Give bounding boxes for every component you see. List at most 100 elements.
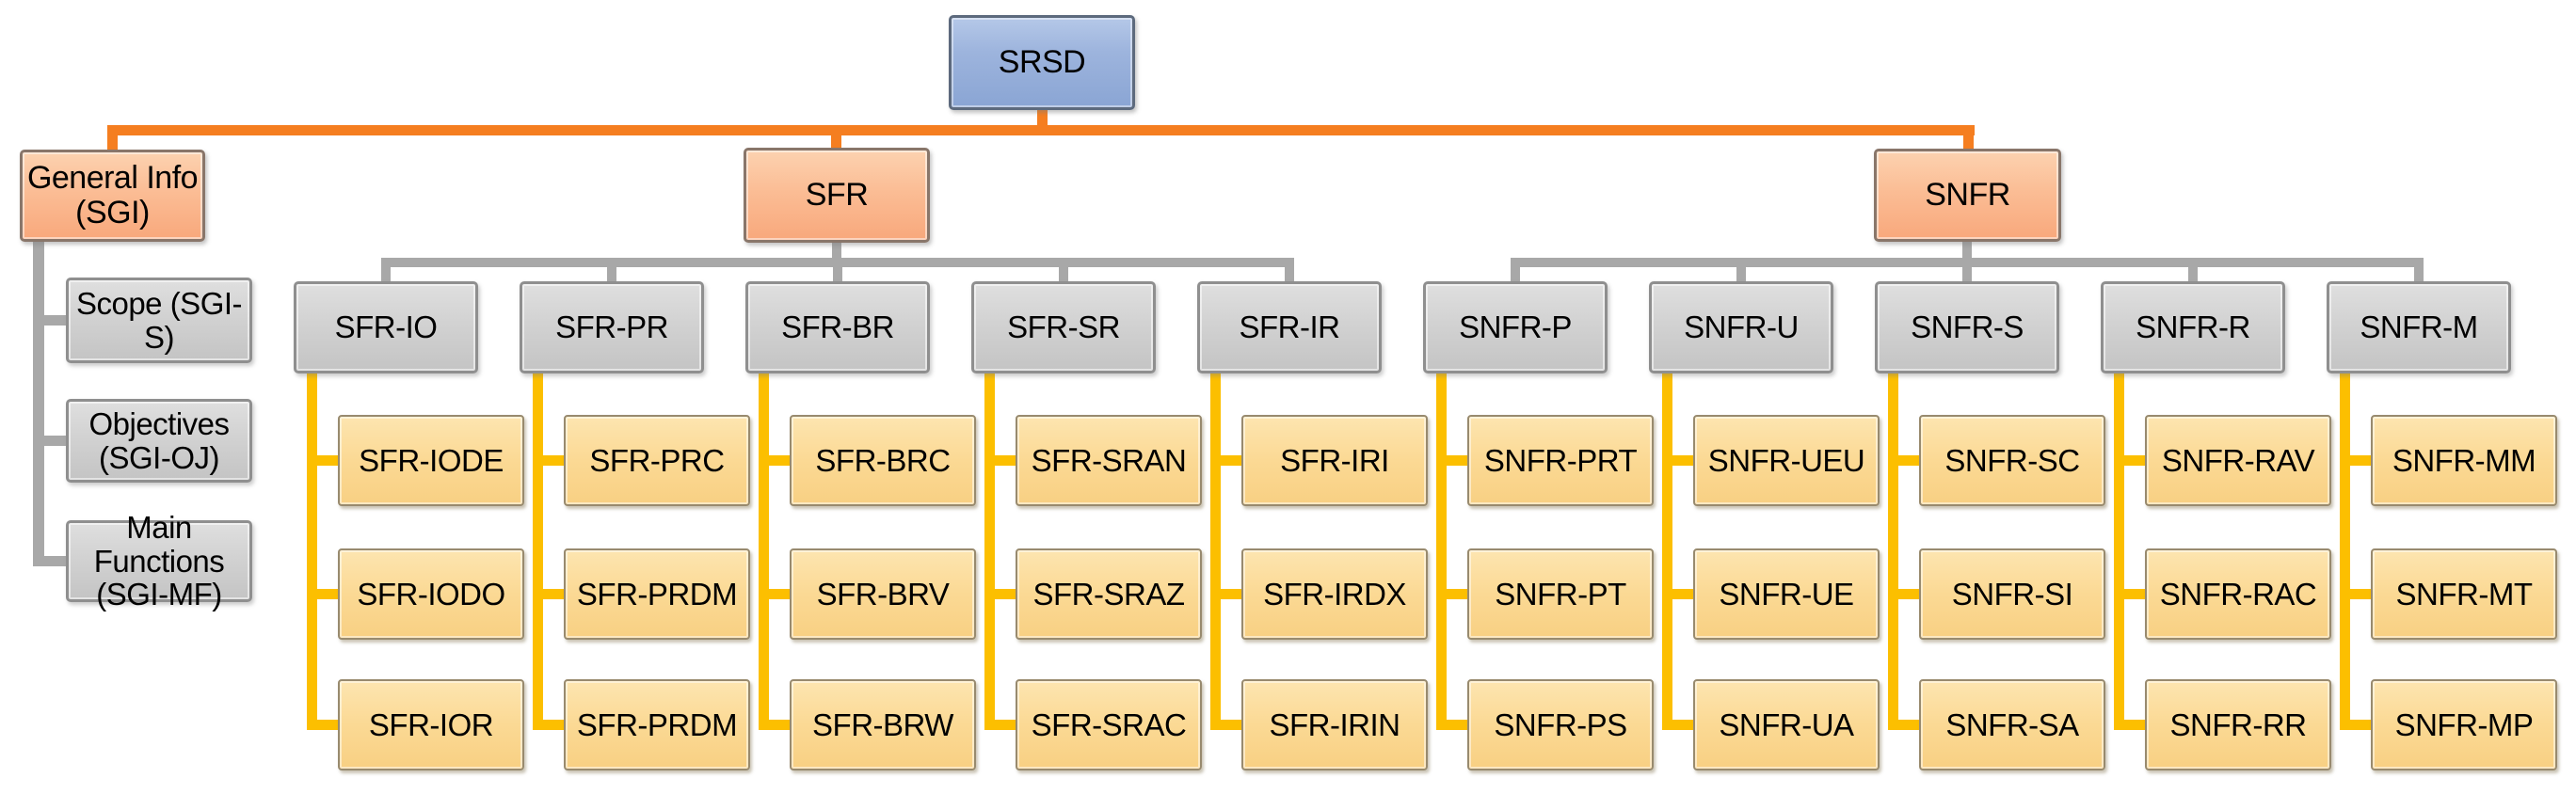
connector-leaf-stub (1210, 720, 1244, 730)
node-sfr-pr-label: SFR-PR (555, 310, 668, 345)
node-leaf-sfr-srac-2-label: SFR-SRAC (1031, 707, 1187, 742)
connector-leaf-rail (307, 373, 317, 730)
node-leaf-snfr-rr-2: SNFR-RR (2145, 679, 2331, 770)
connector-snfr-children-up (1962, 242, 1972, 258)
node-leaf-sfr-srac-2: SFR-SRAC (1016, 679, 1202, 770)
node-objectives-sgi-oj: Objectives (SGI-OJ) (66, 399, 252, 483)
node-snfr-m-label: SNFR-M (2360, 310, 2478, 345)
node-srsd-label: SRSD (998, 44, 1086, 81)
connector-leaf-stub (759, 588, 792, 599)
connector-leaf-stub (759, 455, 792, 466)
node-leaf-snfr-mp-2-label: SNFR-MP (2394, 707, 2534, 742)
node-scope-sgi-s-label: Scope (SGI-S) (75, 285, 243, 355)
connector-root-to-sgi (107, 135, 118, 150)
node-leaf-sfr-brv-1-label: SFR-BRV (816, 576, 950, 611)
connector-sfr-children-drop (381, 267, 391, 281)
connector-sfr-children-up (832, 243, 841, 258)
node-snfr-u-label: SNFR-U (1684, 310, 1799, 345)
node-main-functions-sgi-mf-label: Main Functions (SGI-MF) (93, 510, 225, 612)
connector-leaf-rail (1210, 373, 1221, 730)
node-snfr-r-label: SNFR-R (2136, 310, 2250, 345)
node-leaf-sfr-irdx-1: SFR-IRDX (1241, 548, 1428, 640)
node-leaf-sfr-prc-0-label: SFR-PRC (589, 442, 725, 478)
connector-leaf-stub (533, 720, 567, 730)
connector-leaf-rail (2340, 373, 2350, 730)
connector-sfr-children-drop (1059, 267, 1068, 281)
connector-root-to-snfr (1963, 135, 1974, 149)
node-leaf-snfr-si-1-label: SNFR-SI (1951, 576, 2073, 611)
node-sfr-io: SFR-IO (294, 281, 478, 373)
node-snfr-s: SNFR-S (1875, 281, 2059, 373)
connector-leaf-stub (1888, 455, 1922, 466)
connector-leaf-stub (984, 588, 1018, 599)
connector-sfr-children-drop (833, 267, 842, 281)
connector-leaf-stub (2114, 588, 2148, 599)
node-snfr-u: SNFR-U (1649, 281, 1833, 373)
node-leaf-snfr-prt-0: SNFR-PRT (1467, 415, 1654, 506)
node-leaf-sfr-prdm-2: SFR-PRDM (564, 679, 750, 770)
connector-leaf-stub (2114, 720, 2148, 730)
connector-leaf-stub (533, 455, 567, 466)
connector-leaf-rail (984, 373, 995, 730)
node-leaf-sfr-prdm-2-label: SFR-PRDM (576, 707, 738, 742)
connector-leaf-rail (1436, 373, 1447, 730)
connector-sfr-children-drop (1285, 267, 1294, 281)
node-leaf-sfr-iodo-1-label: SFR-IODO (357, 576, 505, 611)
connector-leaf-stub (307, 588, 341, 599)
connector-leaf-stub (984, 455, 1018, 466)
node-leaf-snfr-rac-1: SNFR-RAC (2145, 548, 2331, 640)
node-leaf-sfr-sraz-1: SFR-SRAZ (1016, 548, 1202, 640)
node-leaf-snfr-prt-0-label: SNFR-PRT (1483, 442, 1638, 478)
connector-snfr-children-drop (1736, 267, 1746, 281)
node-leaf-snfr-pt-1: SNFR-PT (1467, 548, 1654, 640)
node-leaf-sfr-iri-0-label: SFR-IRI (1280, 442, 1389, 478)
node-main-functions-sgi-mf: Main Functions (SGI-MF) (66, 511, 252, 611)
node-snfr-p-label: SNFR-P (1459, 310, 1572, 345)
node-leaf-sfr-brw-2-label: SFR-BRW (812, 707, 953, 742)
connector-leaf-stub (1662, 588, 1696, 599)
node-leaf-sfr-prc-0: SFR-PRC (564, 415, 750, 506)
node-leaf-snfr-sa-2: SNFR-SA (1919, 679, 2105, 770)
node-leaf-snfr-mp-2: SNFR-MP (2371, 679, 2557, 770)
connector-leaf-stub (2340, 720, 2374, 730)
node-leaf-snfr-sc-0: SNFR-SC (1919, 415, 2105, 506)
node-leaf-snfr-mm-0: SNFR-MM (2371, 415, 2557, 506)
node-sfr: SFR (744, 148, 930, 243)
connector-snfr-children-drop (2188, 267, 2198, 281)
connector-sgi-stub (33, 315, 66, 326)
connector-leaf-stub (1662, 720, 1696, 730)
connector-leaf-stub (2340, 455, 2374, 466)
connector-leaf-stub (1436, 455, 1470, 466)
connector-leaf-rail (759, 373, 769, 730)
node-leaf-sfr-sraz-1-label: SFR-SRAZ (1032, 576, 1186, 611)
connector-snfr-children-drop (2414, 267, 2424, 281)
node-leaf-snfr-mt-1: SNFR-MT (2371, 548, 2557, 640)
node-leaf-sfr-iode-0-label: SFR-IODE (359, 442, 504, 478)
node-leaf-snfr-ps-2-label: SNFR-PS (1494, 707, 1627, 742)
node-leaf-sfr-iodo-1: SFR-IODO (338, 548, 524, 640)
node-leaf-sfr-irdx-1-label: SFR-IRDX (1263, 576, 1406, 611)
connector-root-to-sfr (831, 135, 841, 148)
node-leaf-snfr-pt-1-label: SNFR-PT (1495, 576, 1626, 611)
node-leaf-sfr-sran-0: SFR-SRAN (1016, 415, 1202, 506)
node-snfr-p: SNFR-P (1423, 281, 1608, 373)
node-leaf-sfr-brw-2: SFR-BRW (790, 679, 976, 770)
node-sfr-sr-label: SFR-SR (1007, 310, 1120, 345)
node-sfr-sr: SFR-SR (971, 281, 1156, 373)
node-leaf-snfr-ua-2: SNFR-UA (1693, 679, 1880, 770)
node-general-info-label: General Info (SGI) (26, 160, 199, 230)
connector-leaf-stub (533, 588, 567, 599)
node-leaf-snfr-ua-2-label: SNFR-UA (1719, 707, 1854, 742)
node-sfr-pr: SFR-PR (520, 281, 704, 373)
node-leaf-sfr-irin-2-label: SFR-IRIN (1269, 707, 1401, 742)
connector-leaf-stub (1888, 720, 1922, 730)
node-scope-sgi-s: Scope (SGI-S) (66, 278, 252, 363)
connector-leaf-stub (1436, 720, 1470, 730)
node-leaf-sfr-ior-2-label: SFR-IOR (368, 707, 494, 742)
connector-sgi-stub (33, 556, 66, 566)
node-leaf-snfr-rav-0-label: SNFR-RAV (2161, 442, 2315, 478)
connector-root-rail (107, 125, 1975, 135)
node-snfr-m: SNFR-M (2327, 281, 2511, 373)
node-leaf-snfr-ue-1: SNFR-UE (1693, 548, 1880, 640)
